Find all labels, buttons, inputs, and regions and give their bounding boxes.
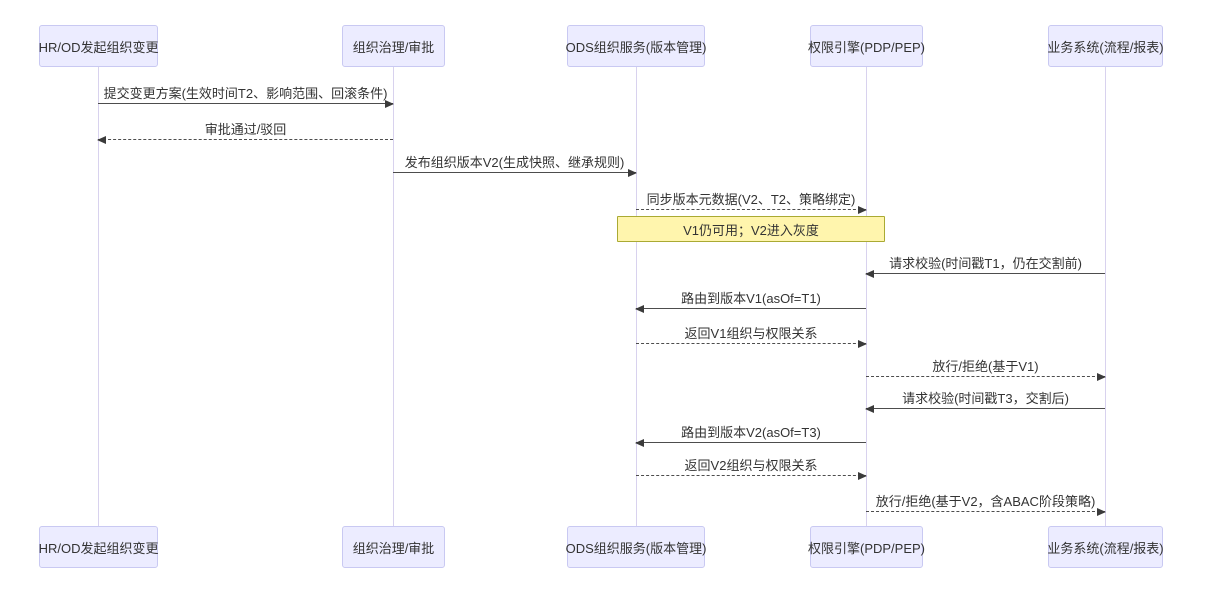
arrowhead-right-icon: [858, 205, 867, 214]
participant-label: HR/OD发起组织变更: [38, 540, 159, 556]
message-label: 放行/拒绝(基于V2，含ABAC阶段策略): [875, 494, 1096, 509]
participant-label: 业务系统(流程/报表): [1047, 540, 1164, 556]
message-submit-change: 提交变更方案(生效时间T2、影响范围、回滚条件): [98, 86, 394, 108]
participant-biz-top: 业务系统(流程/报表): [1047, 25, 1164, 67]
lifeline-gov: [393, 67, 394, 526]
participant-label: 权限引擎(PDP/PEP): [808, 540, 926, 556]
participant-hrod-top: HR/OD发起组织变更: [39, 25, 158, 67]
participant-label: ODS组织服务(版本管理): [565, 39, 707, 55]
message-label: 请求校验(时间戳T3，交割后): [902, 391, 1069, 406]
message-label: 请求校验(时间戳T1，仍在交割前): [889, 256, 1082, 271]
arrowhead-right-icon: [1097, 372, 1106, 381]
message-label: 审批通过/驳回: [204, 122, 287, 137]
message-allow-deny-v1: 放行/拒绝(基于V1): [866, 359, 1106, 381]
participant-pdp-bottom: 权限引擎(PDP/PEP): [808, 526, 926, 568]
message-label: 发布组织版本V2(生成快照、继承规则): [404, 155, 625, 170]
participant-label: ODS组织服务(版本管理): [565, 540, 707, 556]
arrowhead-left-icon: [635, 304, 644, 313]
arrowhead-left-icon: [97, 135, 106, 144]
arrowhead-right-icon: [858, 339, 867, 348]
participant-biz-bottom: 业务系统(流程/报表): [1047, 526, 1164, 568]
arrowhead-right-icon: [1097, 507, 1106, 516]
lifeline-biz: [1105, 67, 1106, 526]
message-allow-deny-v2: 放行/拒绝(基于V2，含ABAC阶段策略): [866, 494, 1106, 516]
arrowhead-right-icon: [628, 168, 637, 177]
participant-label: 组织治理/审批: [352, 540, 435, 556]
message-label: 放行/拒绝(基于V1): [932, 359, 1039, 374]
message-label: 路由到版本V2(asOf=T3): [681, 425, 821, 440]
arrowhead-right-icon: [858, 471, 867, 480]
message-label: 同步版本元数据(V2、T2、策略绑定): [646, 192, 856, 207]
note-label: V1仍可用；V2进入灰度: [683, 222, 819, 238]
participant-gov-top: 组织治理/审批: [342, 25, 445, 67]
message-label: 路由到版本V1(asOf=T1): [681, 291, 821, 306]
participant-label: 权限引擎(PDP/PEP): [808, 39, 926, 55]
message-label: 提交变更方案(生效时间T2、影响范围、回滚条件): [103, 86, 388, 101]
message-label: 返回V1组织与权限关系: [684, 326, 818, 341]
message-label: 返回V2组织与权限关系: [684, 458, 818, 473]
message-validate-t1: 请求校验(时间戳T1，仍在交割前): [865, 256, 1105, 278]
participant-hrod-bottom: HR/OD发起组织变更: [39, 526, 158, 568]
message-return-v1: 返回V1组织与权限关系: [636, 326, 867, 348]
message-sync-metadata: 同步版本元数据(V2、T2、策略绑定): [636, 192, 867, 214]
participant-gov-bottom: 组织治理/审批: [342, 526, 445, 568]
arrowhead-left-icon: [865, 404, 874, 413]
lifeline-ods: [636, 67, 637, 526]
message-validate-t3: 请求校验(时间戳T3，交割后): [865, 391, 1105, 413]
participant-pdp-top: 权限引擎(PDP/PEP): [808, 25, 926, 67]
message-route-v2: 路由到版本V2(asOf=T3): [635, 425, 866, 447]
participant-label: 业务系统(流程/报表): [1047, 39, 1164, 55]
lifeline-pdp: [866, 67, 867, 526]
message-publish-v2: 发布组织版本V2(生成快照、继承规则): [393, 155, 637, 177]
arrowhead-left-icon: [635, 438, 644, 447]
participant-ods-bottom: ODS组织服务(版本管理): [565, 526, 707, 568]
message-return-v2: 返回V2组织与权限关系: [636, 458, 867, 480]
message-approve-reject: 审批通过/驳回: [97, 122, 393, 144]
arrowhead-left-icon: [865, 269, 874, 278]
note-v1-v2-gray: V1仍可用；V2进入灰度: [617, 216, 885, 242]
participant-label: 组织治理/审批: [352, 39, 435, 55]
participant-ods-top: ODS组织服务(版本管理): [565, 25, 707, 67]
arrowhead-right-icon: [385, 99, 394, 108]
message-route-v1: 路由到版本V1(asOf=T1): [635, 291, 866, 313]
participant-label: HR/OD发起组织变更: [38, 39, 159, 55]
lifeline-hrod: [98, 67, 99, 526]
